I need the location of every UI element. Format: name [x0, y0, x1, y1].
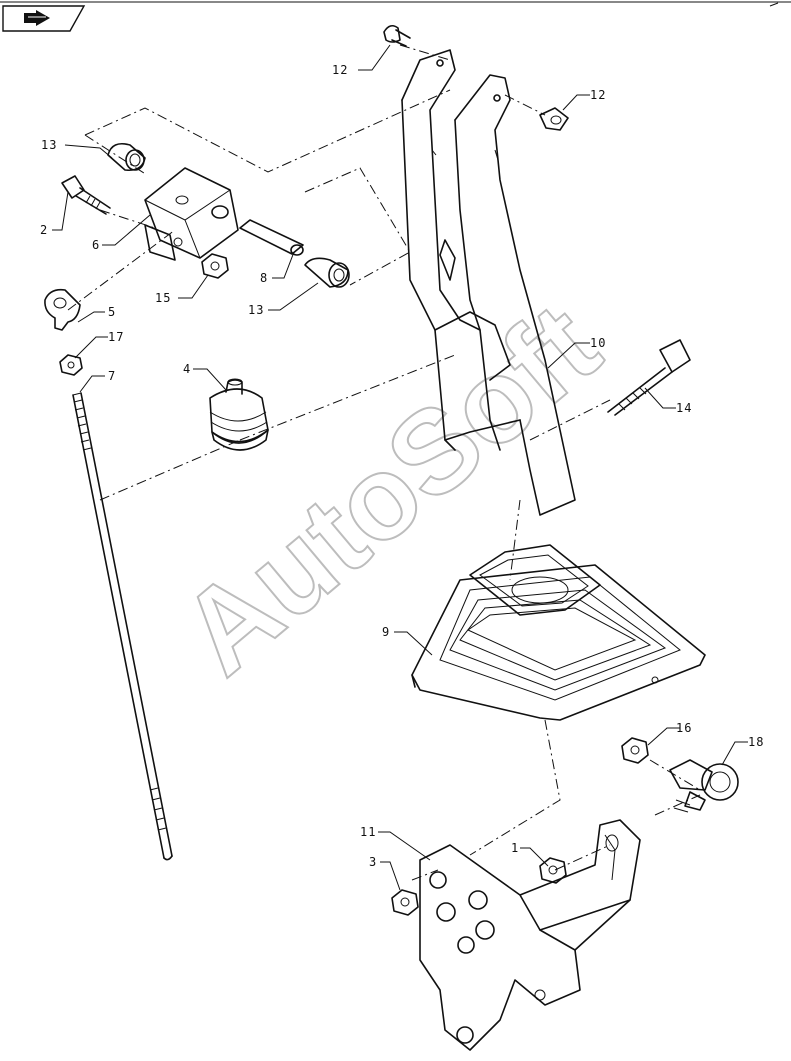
callout-4: 4 — [183, 362, 191, 376]
part-bushing-top — [107, 142, 146, 172]
callout-3: 3 — [369, 855, 377, 869]
callout-13-lower: 13 — [248, 303, 264, 317]
part-bushing-lower — [304, 257, 350, 288]
callout-8: 8 — [260, 271, 268, 285]
callout-9: 9 — [382, 625, 390, 639]
part-boot-cap — [209, 378, 269, 451]
part-block-housing — [144, 167, 239, 261]
callout-15: 15 — [155, 291, 171, 305]
leader-lines — [52, 44, 748, 891]
part-bolt-2 — [61, 175, 111, 215]
callout-18: 18 — [748, 735, 764, 749]
part-bolt-12-top — [383, 24, 411, 47]
part-pin — [239, 219, 304, 256]
callout-13-top: 13 — [41, 138, 57, 152]
callout-5: 5 — [108, 305, 116, 319]
part-bolt-14 — [607, 339, 691, 416]
callout-2: 2 — [40, 223, 48, 237]
callout-labels: 12 12 13 2 6 8 15 13 5 17 7 4 10 14 9 16… — [40, 63, 764, 869]
part-gaiter-boot — [411, 544, 706, 721]
part-nut-17 — [59, 354, 83, 376]
callout-12-top: 12 — [332, 63, 348, 77]
part-nut-15 — [201, 253, 229, 279]
part-nut-1 — [539, 857, 567, 884]
part-nut-16 — [621, 737, 649, 764]
part-lever-arm — [401, 49, 576, 516]
part-rod-end-5 — [44, 288, 81, 331]
arrow-return-icon — [24, 10, 50, 26]
callout-7: 7 — [108, 369, 116, 383]
callout-10: 10 — [590, 336, 606, 350]
callout-11: 11 — [360, 825, 376, 839]
callout-16: 16 — [676, 721, 692, 735]
callout-14: 14 — [676, 401, 692, 415]
part-rod-end-18 — [669, 759, 739, 813]
part-threaded-rod — [72, 392, 173, 861]
callout-6: 6 — [92, 238, 100, 252]
callout-17: 17 — [108, 330, 124, 344]
return-button[interactable] — [2, 5, 86, 32]
part-nut-3 — [391, 889, 419, 916]
callout-1: 1 — [511, 841, 519, 855]
part-bolt-12-right — [539, 107, 569, 131]
part-bracket-plate — [419, 819, 641, 1051]
corner-mark — [769, 2, 779, 7]
callout-12-right: 12 — [590, 88, 606, 102]
